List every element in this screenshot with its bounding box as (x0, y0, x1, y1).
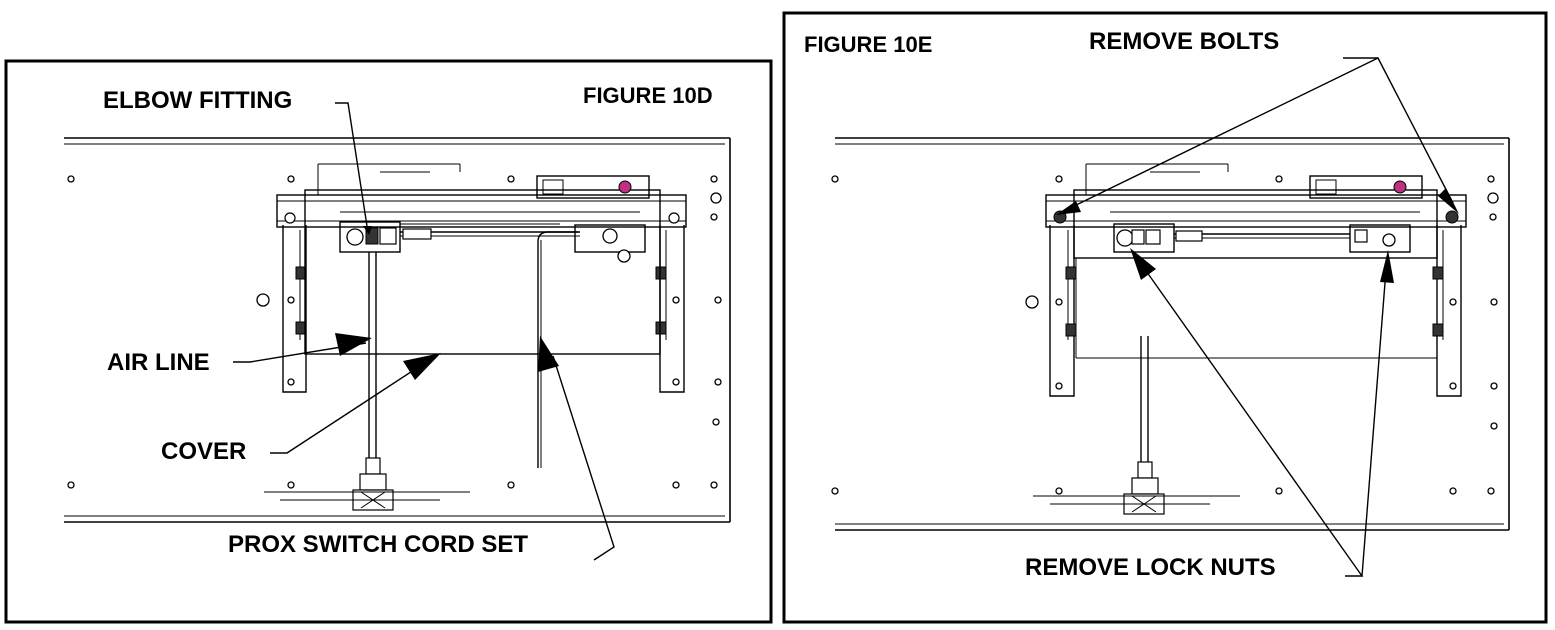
side-brackets-10e (1049, 225, 1462, 397)
cover-label: COVER (161, 438, 246, 465)
prox-switch-cord-set-label: PROX SWITCH CORD SET (228, 531, 528, 558)
figure-10d: FIGURE 10D ELBOW FITTING AIR LINE COVER … (4, 59, 773, 624)
remove-lock-nuts-label: REMOVE LOCK NUTS (1025, 554, 1276, 581)
prox-switch-callout: PROX SWITCH CORD SET (228, 336, 615, 561)
air-line-callout: AIR LINE (107, 333, 372, 376)
mounting-holes (67, 175, 722, 489)
cover-callout: COVER (161, 353, 441, 465)
figure-10e-title: FIGURE 10E (804, 32, 932, 57)
air-line (264, 252, 470, 511)
elbow-fitting-callout: ELBOW FITTING (103, 87, 372, 235)
elbow-fitting-label: ELBOW FITTING (103, 87, 292, 114)
prox-cord (537, 231, 578, 468)
base-plate-10e (835, 137, 1510, 531)
top-rail-10e (1045, 163, 1467, 228)
remove-bolts-callout: REMOVE BOLTS (1056, 28, 1459, 215)
prox-switch-housing-10e (1309, 175, 1423, 253)
cover-panel (304, 189, 661, 355)
figure-10e: FIGURE 10E REMOVE BOLTS REMOVE LOCK NUTS (782, 11, 1548, 624)
figure-10d-title: FIGURE 10D (583, 83, 713, 108)
frame-10e (1073, 189, 1438, 359)
remove-bolts-label: REMOVE BOLTS (1089, 28, 1279, 55)
air-line-label: AIR LINE (107, 349, 210, 376)
figure-10e-frame (782, 11, 1548, 624)
elbow-fitting-block (339, 221, 580, 253)
mounting-holes-10e (831, 175, 1499, 495)
figure-10d-frame (4, 59, 773, 624)
base-plate (64, 137, 731, 523)
prox-switch-housing (536, 175, 650, 263)
top-rail (276, 163, 687, 228)
elbow-fitting-block-10e (1113, 223, 1350, 253)
rail-bolt-right (1445, 210, 1459, 224)
remove-lock-nuts-callout: REMOVE LOCK NUTS (1025, 248, 1394, 581)
air-line-10e (1033, 336, 1240, 515)
